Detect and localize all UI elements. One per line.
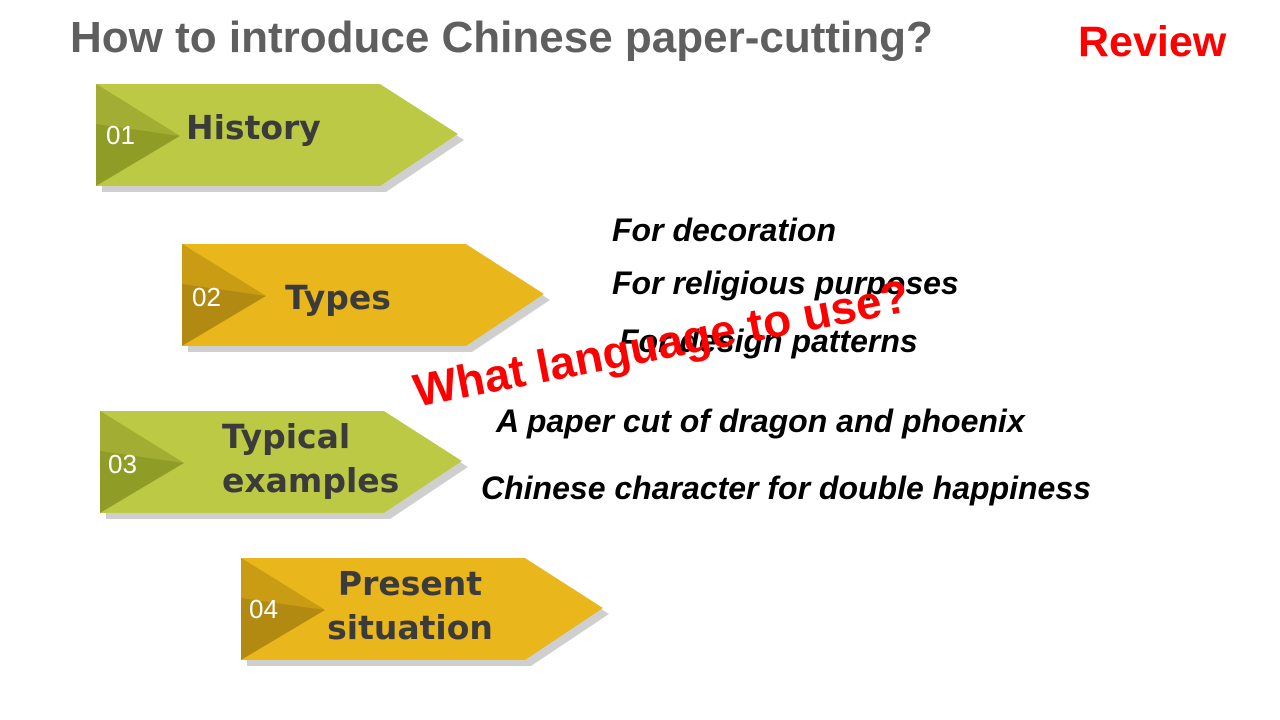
step-number: 04 <box>249 594 278 624</box>
step-label: Present situation <box>327 564 493 647</box>
step-arrow-types: 02 Types <box>182 244 552 354</box>
step-label: Typical examples <box>222 417 400 500</box>
arrow-shape-icon <box>96 84 464 192</box>
slide-title: How to introduce Chinese paper-cutting? <box>70 13 933 62</box>
examples-item: A paper cut of dragon and phoenix <box>496 403 1025 439</box>
step-label: Types <box>285 278 391 317</box>
arrow-shape-icon <box>100 411 468 519</box>
review-label: Review <box>1078 18 1227 66</box>
examples-item: Chinese character for double happiness <box>481 470 1091 506</box>
step-arrow-typical-examples: 03 Typical examples <box>100 411 470 521</box>
step-number: 02 <box>192 282 221 312</box>
arrow-shape-icon <box>182 244 550 352</box>
step-arrow-history: 01 History <box>96 84 466 194</box>
step-number: 03 <box>108 449 137 479</box>
step-arrow-present-situation: 04 Present situation <box>241 558 611 668</box>
arrow-shape-icon <box>241 558 609 666</box>
types-item: For religious purposes <box>612 265 959 301</box>
types-item: For design patterns <box>619 323 918 359</box>
step-label: History <box>186 108 321 147</box>
types-item: For decoration <box>612 212 837 248</box>
step-number: 01 <box>106 120 135 150</box>
